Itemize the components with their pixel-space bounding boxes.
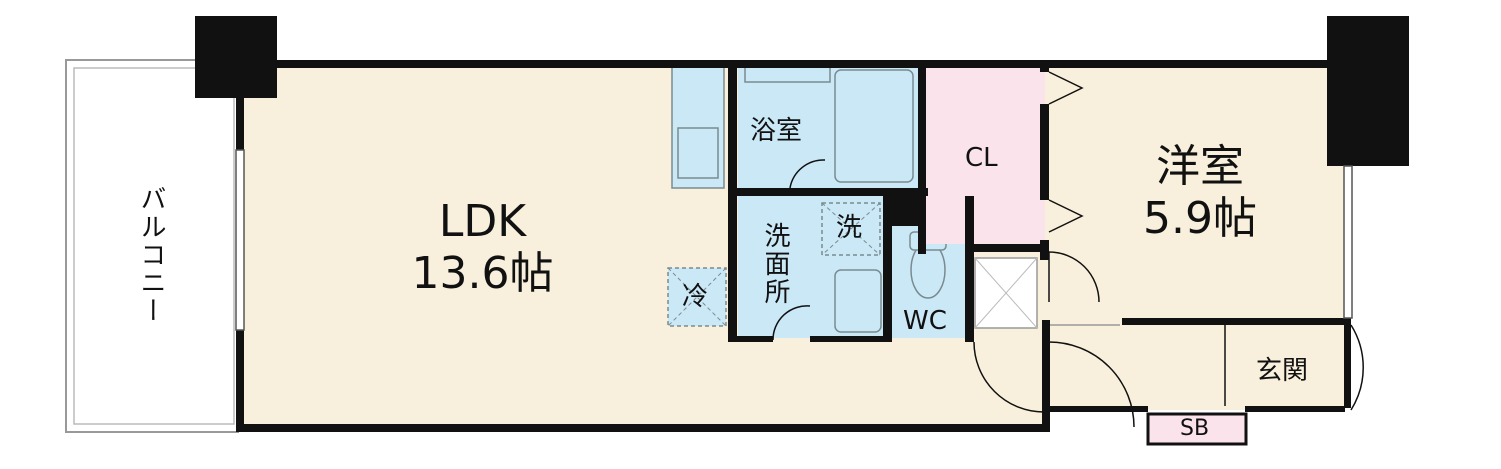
ldk-label: LDK 13.6帖 xyxy=(395,200,570,296)
closet-label: CL xyxy=(965,143,998,173)
washer-symbol: 洗 xyxy=(836,213,863,243)
entrance-label: 玄関 xyxy=(1256,356,1309,386)
closet-floor xyxy=(925,66,1045,244)
western-room-size: 5.9帖 xyxy=(1143,193,1257,244)
door-swings xyxy=(772,71,1364,428)
exterior-walls xyxy=(195,16,1409,432)
western-room-label: 洋室 5.9帖 xyxy=(1110,145,1290,241)
washbasin xyxy=(834,269,882,333)
bathtub xyxy=(834,69,914,183)
washer-space xyxy=(821,202,881,256)
washroom-label: 洗面所 xyxy=(760,222,790,306)
toilet-label: WC xyxy=(903,306,947,336)
shoe-box-label: SB xyxy=(1180,416,1210,441)
fridge-symbol: 冷 xyxy=(682,282,709,312)
shoe-box xyxy=(1146,412,1248,446)
western-room-floor xyxy=(1045,60,1350,320)
balcony-inner-rail xyxy=(73,67,235,425)
ldk-name: LDK xyxy=(438,196,527,247)
ldk-size: 13.6帖 xyxy=(411,248,554,299)
fridge-space xyxy=(667,267,727,327)
entrance-floor xyxy=(1225,325,1345,410)
bath-label: 浴室 xyxy=(750,116,803,146)
balcony-label: バルコニー xyxy=(136,185,166,325)
windows xyxy=(235,149,1353,331)
interior-walls xyxy=(728,62,1049,342)
western-room-name: 洋室 xyxy=(1156,141,1244,192)
balcony-area xyxy=(65,59,239,433)
kitchen-sink xyxy=(677,127,719,179)
